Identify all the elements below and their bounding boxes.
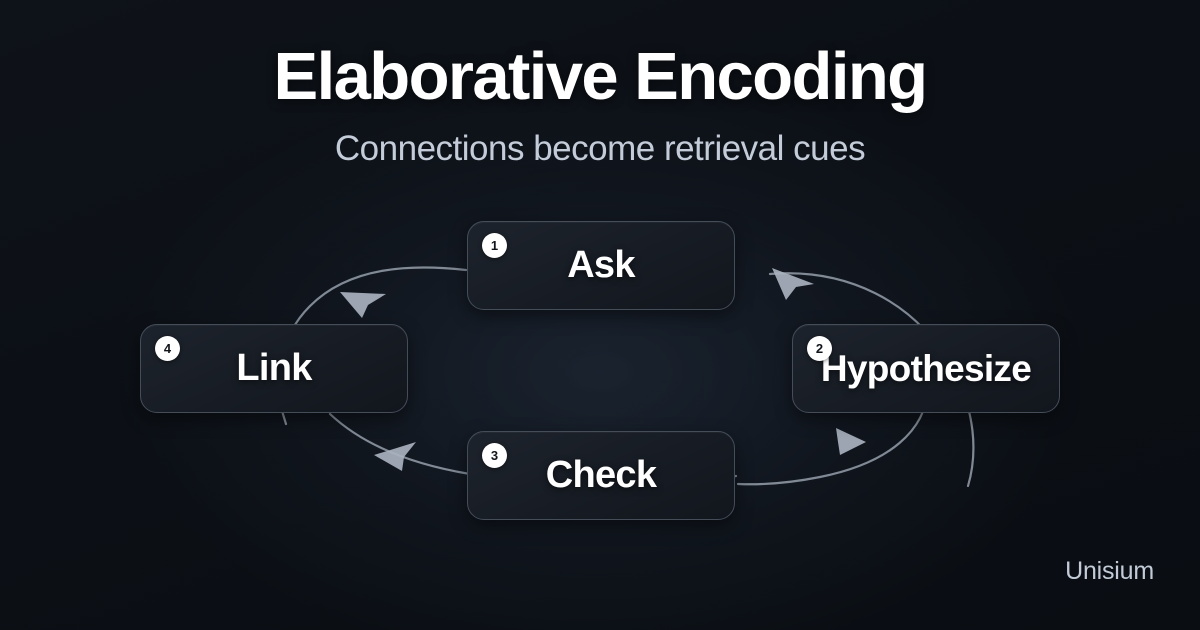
cycle-node-ask[interactable]: 1 Ask (467, 221, 735, 310)
cycle-node-label: Check (545, 454, 657, 496)
cycle-node-label: Ask (567, 244, 635, 286)
brand-wordmark: Unisium (1065, 557, 1154, 585)
cycle-node-label: Link (236, 347, 312, 389)
step-badge: 3 (482, 443, 507, 468)
header: Elaborative Encoding Connections become … (0, 42, 1200, 168)
page-subtitle: Connections become retrieval cues (334, 128, 866, 168)
cycle-node-link[interactable]: 4 Link (140, 324, 408, 413)
step-badge: 1 (482, 233, 507, 258)
step-badge: 4 (155, 336, 180, 361)
cycle-node-label: Hypothesize (820, 347, 1032, 389)
page-title: Elaborative Encoding (273, 39, 928, 114)
cycle-node-check[interactable]: 3 Check (467, 431, 735, 520)
cycle-node-hypothesize[interactable]: 2 Hypothesize (792, 324, 1060, 413)
step-badge: 2 (807, 336, 832, 361)
